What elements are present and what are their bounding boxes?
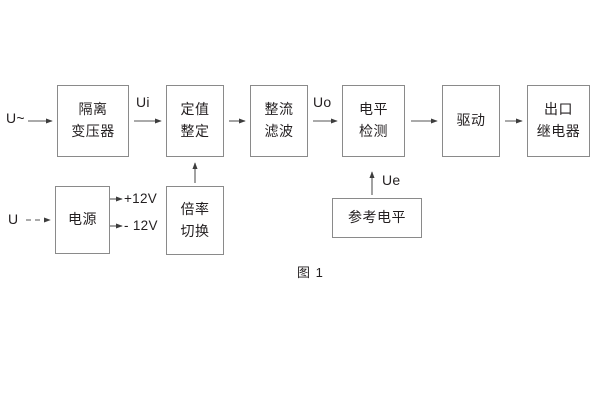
block-line: 倍率 bbox=[180, 200, 210, 217]
block-multiplier-switch: 倍率 切换 bbox=[166, 186, 224, 255]
block-line: 驱动 bbox=[456, 112, 486, 129]
label-rail-positive: +12V bbox=[124, 191, 158, 206]
label-input-dc: U bbox=[8, 211, 19, 227]
block-line: 定值 bbox=[180, 101, 210, 118]
block-power-supply: 电源 bbox=[55, 186, 110, 254]
block-line: 隔离 bbox=[78, 101, 108, 118]
block-line: 整流 bbox=[264, 101, 294, 118]
block-output-relay: 出口 继电器 bbox=[527, 85, 590, 157]
figure-caption: 图 1 bbox=[297, 265, 324, 280]
block-line: 继电器 bbox=[536, 123, 581, 139]
block-line: 切换 bbox=[180, 222, 210, 239]
block-level-detection: 电平 检测 bbox=[342, 85, 405, 157]
block-line: 参考电平 bbox=[348, 209, 406, 226]
block-line: 变压器 bbox=[71, 123, 115, 139]
label-signal-ue: Ue bbox=[382, 172, 401, 188]
block-line: 出口 bbox=[544, 101, 573, 118]
block-isolation-transformer: 隔离 变压器 bbox=[57, 85, 129, 157]
block-line: 电源 bbox=[68, 211, 97, 228]
block-line: 滤波 bbox=[264, 123, 294, 139]
label-rail-negative: - 12V bbox=[124, 218, 158, 233]
block-reference-level: 参考电平 bbox=[332, 198, 422, 238]
block-drive: 驱动 bbox=[442, 85, 500, 157]
block-line: 整定 bbox=[180, 123, 210, 139]
block-setting-value: 定值 整定 bbox=[166, 85, 224, 157]
block-line: 电平 bbox=[359, 101, 388, 118]
label-signal-uo: Uo bbox=[313, 94, 332, 110]
label-input-ac: U~ bbox=[6, 110, 25, 126]
block-line: 检测 bbox=[359, 123, 388, 139]
label-signal-ui: Ui bbox=[136, 94, 150, 110]
block-rectify-filter: 整流 滤波 bbox=[250, 85, 308, 157]
